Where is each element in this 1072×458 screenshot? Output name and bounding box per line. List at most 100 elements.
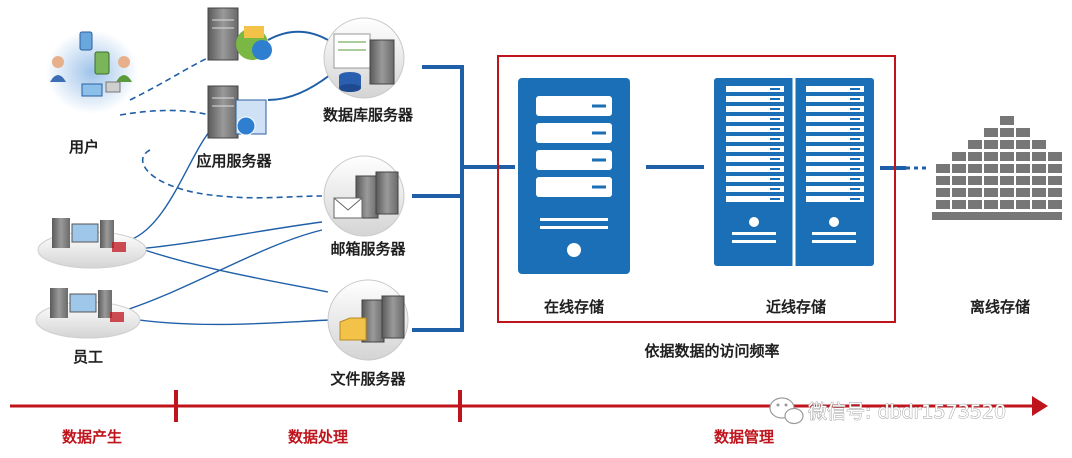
file-server-icon	[327, 279, 409, 361]
tape-cartridge	[1048, 176, 1062, 185]
rack-slot-indicator	[850, 138, 860, 140]
rack-slot	[806, 156, 864, 162]
storage-frame	[497, 55, 896, 323]
tape-cartridge	[984, 140, 998, 149]
rack-slot-indicator	[770, 138, 780, 140]
tape-cartridge	[968, 188, 982, 197]
rack-slot	[806, 96, 864, 102]
tape-cartridge	[968, 200, 982, 209]
mail-server-icon	[323, 155, 405, 237]
rack-slot-indicator	[850, 148, 860, 150]
rack-slot	[806, 176, 864, 182]
db-server-label: 数据库服务器	[323, 106, 414, 124]
rack-slot-indicator	[770, 168, 780, 170]
tape-cartridge	[1016, 164, 1030, 173]
tape-cartridge	[1032, 164, 1046, 173]
rack-slot	[726, 146, 784, 152]
rack-slot-indicator	[770, 108, 780, 110]
rack-slot	[726, 126, 784, 132]
employee2-to-file-link	[124, 317, 331, 326]
wechat-icon	[769, 397, 804, 425]
rack-slot-indicator	[850, 118, 860, 120]
user-to-mail-link	[141, 149, 323, 199]
employee-to-file-link	[129, 244, 329, 293]
tape-cartridge	[1000, 176, 1014, 185]
tape-cartridge	[984, 164, 998, 173]
timeline-arrow	[10, 390, 1048, 422]
tape-cartridge	[984, 128, 998, 137]
tape-cartridge	[936, 176, 950, 185]
tape-cartridge	[1016, 188, 1030, 197]
rack-slot-indicator	[770, 98, 780, 100]
rack-slot	[726, 166, 784, 172]
connection-lines	[119, 30, 928, 332]
rack-slot	[806, 126, 864, 132]
nearline-storage-rack-icon	[714, 78, 874, 266]
online-storage-label: 在线存储	[544, 298, 604, 316]
watermark-text: 微信号: dbdr1573520	[808, 401, 1006, 423]
rack-slot	[726, 86, 784, 92]
tape-cartridge	[1016, 200, 1030, 209]
rack-slot	[806, 186, 864, 192]
rack-slot-indicator	[850, 108, 860, 110]
tape-cartridge	[1048, 152, 1062, 161]
file-server-label: 文件服务器	[330, 370, 406, 388]
tape-cartridge	[936, 200, 950, 209]
tape-cartridge	[1032, 176, 1046, 185]
tape-cartridge	[968, 152, 982, 161]
employee-workstation-icon	[35, 218, 147, 339]
rack-slot-indicator	[850, 168, 860, 170]
tape-cartridge	[984, 200, 998, 209]
rack-slot	[806, 146, 864, 152]
tape-cartridge	[1000, 116, 1014, 125]
rack-slot-indicator	[850, 198, 860, 200]
rack-slot-indicator	[770, 188, 780, 190]
rack-slot-indicator	[850, 88, 860, 90]
user-to-app-link-2	[119, 109, 211, 116]
tape-cartridge	[1048, 188, 1062, 197]
tape-base	[932, 212, 1062, 220]
online-storage-icon	[518, 78, 630, 274]
tape-cartridge	[952, 188, 966, 197]
tape-cartridge	[984, 152, 998, 161]
server-globe-icon	[207, 7, 272, 139]
app-server-label: 应用服务器	[196, 152, 272, 170]
rack-slot-indicator	[770, 118, 780, 120]
tape-cartridge	[1000, 152, 1014, 161]
tape-cartridge	[1048, 164, 1062, 173]
tape-cartridge	[952, 152, 966, 161]
tape-cartridge	[1032, 152, 1046, 161]
rack-slot-indicator	[770, 148, 780, 150]
rack-slot-indicator	[850, 188, 860, 190]
tape-cartridge	[968, 164, 982, 173]
nearline-storage-label: 近线存储	[766, 298, 826, 316]
tape-cartridge	[952, 200, 966, 209]
access-frequency-label: 依据数据的访问频率	[644, 342, 779, 360]
tape-cartridge	[984, 188, 998, 197]
offline-storage-label: 离线存储	[970, 298, 1030, 316]
tape-cartridge	[936, 188, 950, 197]
tape-cartridge	[1000, 128, 1014, 137]
rack-slot	[806, 86, 864, 92]
rack-slot	[726, 136, 784, 142]
rack-slot	[806, 136, 864, 142]
rack-slot-indicator	[770, 88, 780, 90]
database-server-icon	[323, 17, 405, 99]
rack-slot	[726, 186, 784, 192]
user-label: 用户	[69, 138, 99, 156]
rack-slot-indicator	[770, 198, 780, 200]
tape-cartridge	[1016, 152, 1030, 161]
server-bus-bracket	[412, 65, 515, 332]
tape-cartridge	[1000, 164, 1014, 173]
tape-cartridge	[1048, 200, 1062, 209]
mail-server-label: 邮箱服务器	[330, 240, 406, 258]
offline-tape-storage-icon	[932, 116, 1062, 220]
rack-slot-indicator	[850, 98, 860, 100]
tape-cartridge	[936, 164, 950, 173]
tape-cartridge	[1032, 140, 1046, 149]
rack-slot	[726, 106, 784, 112]
rack-slot	[806, 166, 864, 172]
rack-slot	[726, 176, 784, 182]
tape-cartridge	[1032, 188, 1046, 197]
rack-slot	[726, 96, 784, 102]
